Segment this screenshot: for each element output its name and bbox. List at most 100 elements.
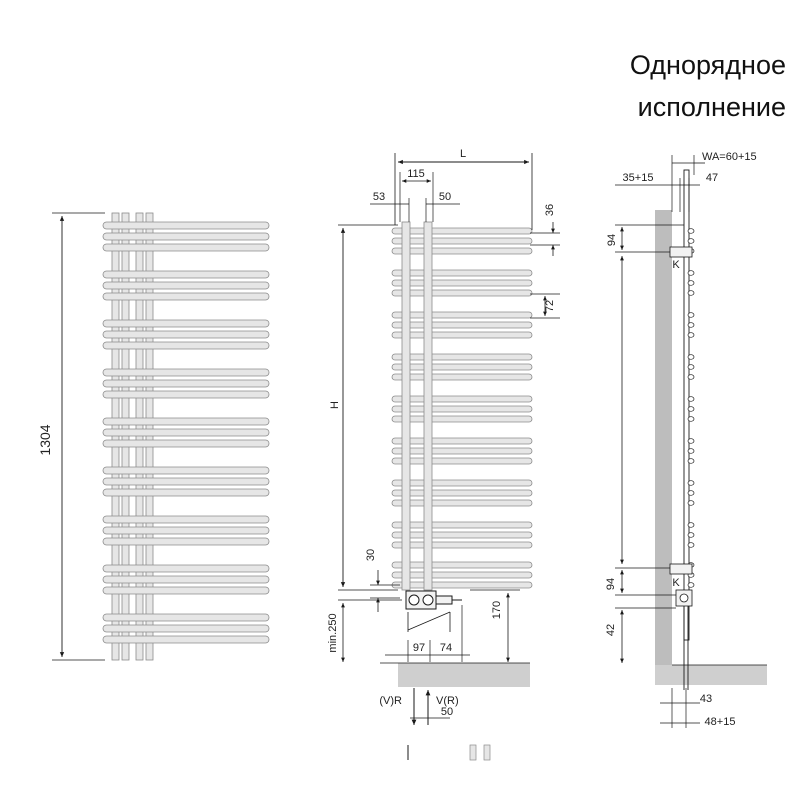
side-floor [655, 665, 767, 685]
front-rail-3 [102, 243, 270, 252]
middle-valve [405, 590, 462, 632]
dim-48-15: 48+15 [705, 716, 736, 728]
side-rail-end-7 [687, 312, 695, 318]
side-rail-end-4 [687, 270, 695, 276]
side-rail-end-11 [687, 364, 695, 370]
middle-rail-4 [391, 269, 533, 277]
front-rail-22 [102, 564, 270, 573]
middle-rail-22 [391, 521, 533, 529]
middle-rail-25 [391, 561, 533, 569]
middle-rail-1 [391, 227, 533, 235]
front-rail-25 [102, 613, 270, 622]
dim-72: 72 [544, 300, 556, 312]
front-upright-4 [145, 212, 154, 661]
front-rail-19 [102, 515, 270, 524]
front-rail-21 [102, 537, 270, 546]
side-rail-end-24 [687, 542, 695, 548]
side-rail-end-10 [687, 354, 695, 360]
side-rail-end-2 [687, 238, 695, 244]
dim-wa: WA=60+15 [702, 151, 757, 163]
dim-width-L: L [460, 148, 466, 160]
side-rail-end-18 [687, 458, 695, 464]
middle-rail-24 [391, 541, 533, 549]
front-rail-5 [102, 281, 270, 290]
front-view: 1304 [37, 212, 270, 661]
middle-rail-6 [391, 289, 533, 297]
middle-rail-12 [391, 373, 533, 381]
side-rail-end-15 [687, 416, 695, 422]
middle-rail-11 [391, 363, 533, 371]
dim-47: 47 [706, 172, 718, 184]
front-rail-10 [102, 368, 270, 377]
side-rail-end-14 [687, 406, 695, 412]
dim-36: 36 [544, 204, 556, 216]
dim-50-top: 50 [439, 191, 451, 203]
side-rail-end-21 [687, 500, 695, 506]
middle-rail-2 [391, 237, 533, 245]
middle-rail-17 [391, 447, 533, 455]
front-rail-24 [102, 586, 270, 595]
front-rail-9 [102, 341, 270, 350]
front-upright-1 [111, 212, 120, 661]
middle-rail-8 [391, 321, 533, 329]
side-rail-end-8 [687, 322, 695, 328]
side-rail-end-5 [687, 280, 695, 286]
middle-rail-23 [391, 531, 533, 539]
dim-35-15: 35+15 [623, 172, 654, 184]
front-rail-20 [102, 526, 270, 535]
front-rail-12 [102, 390, 270, 399]
dim-53: 53 [373, 191, 385, 203]
k-bottom-label: K [672, 577, 680, 589]
front-rail-7 [102, 319, 270, 328]
front-rail-4 [102, 270, 270, 279]
side-view: WA=60+15 35+15 47 94 K 94 K 42 43 48+15 [605, 151, 767, 728]
title-line-2: исполнение [637, 92, 786, 122]
dim-94-top: 94 [606, 234, 618, 246]
front-rail-8 [102, 330, 270, 339]
middle-rail-26 [391, 571, 533, 579]
dim-97: 97 [413, 642, 425, 654]
front-height-label: 1304 [37, 424, 53, 455]
front-uprights [111, 212, 154, 661]
side-rail-end-23 [687, 532, 695, 538]
middle-view: L 115 53 50 36 72 H 30 [327, 148, 560, 761]
front-height-dimension: 1304 [37, 212, 105, 661]
k-top-label: K [672, 259, 680, 271]
dim-min250: min.250 [327, 613, 339, 652]
dim-115: 115 [407, 168, 425, 180]
dim-74: 74 [440, 642, 452, 654]
middle-rail-16 [391, 437, 533, 445]
front-upright-2 [121, 212, 130, 661]
dim-170: 170 [491, 601, 503, 619]
middle-rail-13 [391, 395, 533, 403]
front-rail-26 [102, 624, 270, 633]
front-rail-27 [102, 635, 270, 644]
middle-rail-19 [391, 479, 533, 487]
middle-rail-27 [391, 581, 533, 589]
side-rail-ends [687, 228, 695, 588]
front-rail-18 [102, 488, 270, 497]
bracket-bottom [669, 563, 693, 575]
front-rail-6 [102, 292, 270, 301]
front-rail-14 [102, 428, 270, 437]
dim-42: 42 [605, 624, 617, 636]
middle-rail-5 [391, 279, 533, 287]
middle-rail-9 [391, 331, 533, 339]
side-rail-end-16 [687, 438, 695, 444]
side-rail-end-20 [687, 490, 695, 496]
front-rail-11 [102, 379, 270, 388]
connection-left-label: (V)R [379, 695, 402, 707]
bracket-top [669, 246, 693, 258]
side-rail-end-27 [687, 582, 695, 588]
dim-30: 30 [365, 549, 377, 561]
front-upright-3 [135, 212, 144, 661]
middle-rail-10 [391, 353, 533, 361]
middle-rail-18 [391, 457, 533, 465]
side-rail-end-19 [687, 480, 695, 486]
side-rail-end-9 [687, 332, 695, 338]
front-rail-13 [102, 417, 270, 426]
dim-50-bottom: 50 [441, 706, 453, 718]
front-rail-17 [102, 477, 270, 486]
title-line-1: Однорядное [629, 50, 786, 80]
front-rail-16 [102, 466, 270, 475]
